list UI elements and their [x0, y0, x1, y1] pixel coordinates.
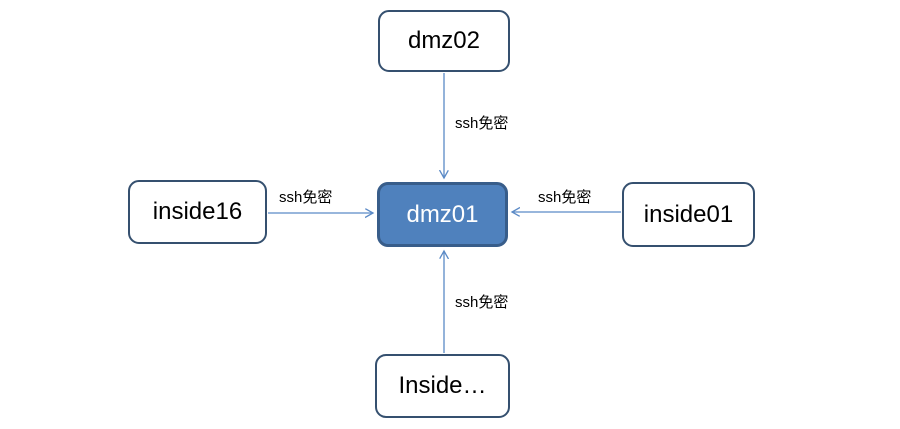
edge-label-inside16-dmz01: ssh免密 [279, 189, 333, 206]
node-inside01-label: inside01 [643, 200, 734, 228]
node-inside-more: Inside… [375, 354, 510, 418]
node-dmz01-label: dmz01 [406, 200, 479, 228]
node-inside01: inside01 [622, 182, 755, 247]
node-inside16-label: inside16 [152, 198, 243, 225]
node-inside-more-label: Inside… [398, 372, 487, 399]
edge-label-inside01-dmz01: ssh免密 [538, 189, 592, 206]
edge-label-dmz02-dmz01: ssh免密 [455, 115, 509, 132]
node-dmz02-label: dmz02 [407, 27, 481, 54]
node-dmz02: dmz02 [378, 10, 510, 72]
node-dmz01: dmz01 [377, 182, 508, 247]
node-inside16: inside16 [128, 180, 267, 244]
edge-label-inside-more-dmz01: ssh免密 [455, 294, 509, 311]
